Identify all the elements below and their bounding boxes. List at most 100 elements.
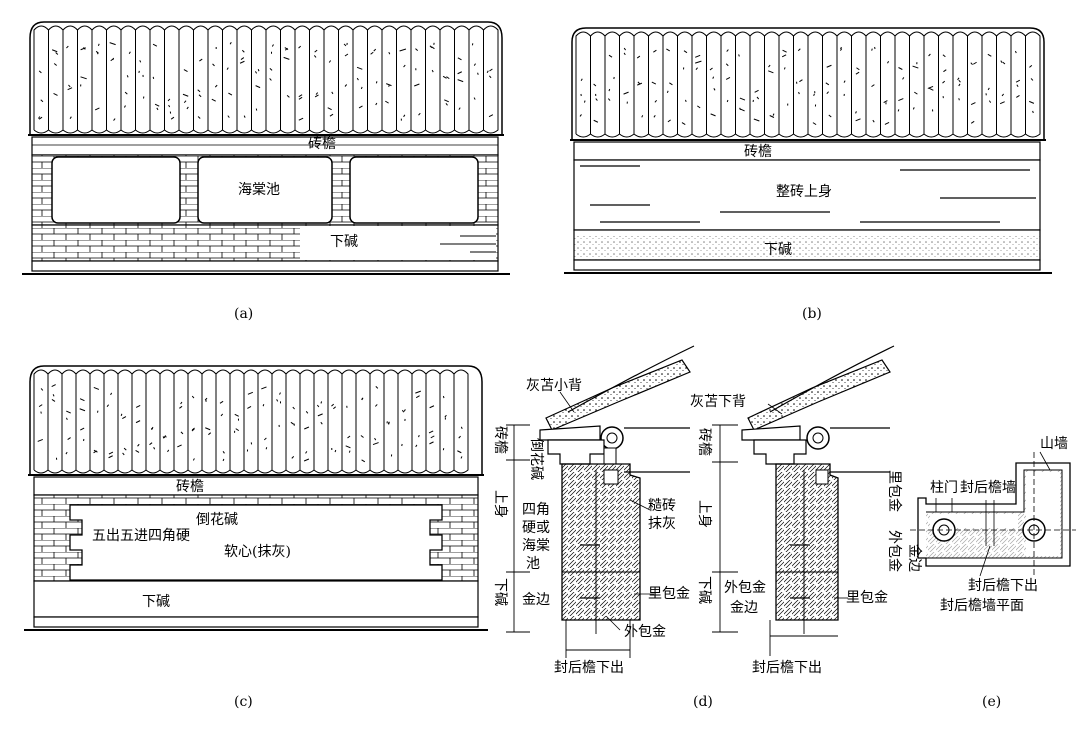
panel-c-roof [28,366,484,475]
panel-d-brick2: 抹灰 [648,516,676,532]
roof-tile [910,32,925,137]
panel-d-flower-label: 倒花碱 [528,438,544,480]
roof-tile [895,32,910,137]
roof-tile [412,370,426,473]
roof-tile [426,370,440,473]
roof-tile [605,32,620,137]
panel-b-eave-label: 砖檐 [744,144,772,160]
panel-c: 砖檐 倒花碱 五出五进四角硬 软心(抹灰) 下碱 (c) [24,366,488,710]
tile-texture [263,404,264,406]
panel-a-eave-label: 砖檐 [308,136,336,152]
panel-d2-base-label: 下碱 [696,576,712,604]
roof-tile [328,370,342,473]
panel-d2-purlin [807,427,829,449]
panel-c-plinth [34,617,478,627]
panel-c-eave [34,477,478,495]
roof-tile [230,370,244,473]
roof-tile [339,26,354,133]
panel-d2-outer: 外包金 [724,580,766,596]
tile-texture [389,85,390,87]
panel-d: 灰苫小背 砖檐 倒花碱 上身 四角 硬或 海棠 池 糙砖 抹灰 下碱 金边 里包… [492,346,694,676]
tile-texture [121,414,122,416]
roof-tile [324,26,339,133]
tile-texture [419,435,420,437]
tile-texture [784,67,785,69]
roof-tile [1026,32,1041,137]
roof-tile [397,26,412,133]
panel-e-column: 柱门 [930,480,958,496]
roof-tile [426,26,441,133]
roof-tile [1011,32,1026,137]
panel-d2-body-label: 上身 [696,500,712,528]
roof-tile [146,370,160,473]
roof-tile [49,26,64,133]
panel-d2-eave-label: 砖檐 [696,428,712,456]
panel-a-caption: (a) [234,306,253,322]
roof-tile [310,26,325,133]
panel-a-panel-right [350,157,478,223]
roof-tile [576,32,591,137]
panel-a: 砖檐 海棠池 下碱 (a) [22,22,510,322]
roof-tile [353,26,368,133]
tile-texture [152,427,153,429]
roof-tile [953,32,968,137]
tile-texture [321,401,322,403]
panel-e-overhang: 封后檐下出 [968,578,1038,594]
roof-tile [194,26,209,133]
panel-d-inner: 里包金 [648,586,690,602]
panel-e-rearwall: 封后檐墙 [960,480,1016,496]
panel-b-roof [570,28,1046,140]
roof-tile [692,32,707,137]
tile-texture [478,73,479,75]
roof-tile [237,26,252,133]
panel-d-body-label: 上身 [492,490,508,518]
panel-b-caption: (b) [802,306,822,322]
roof-tile [63,26,78,133]
panel-d-jinbian: 金边 [522,592,550,608]
panel-d2-inner: 里包金 [846,590,888,606]
roof-tile [342,370,356,473]
panel-d2-wall-section [776,464,838,620]
roof-tile [244,370,258,473]
roof-tile [34,370,48,473]
panel-c-base-label: 下碱 [142,594,170,610]
panel-d-eave-label: 砖檐 [492,426,508,454]
roof-tile [440,370,454,473]
roof-tile [852,32,867,137]
tile-texture [443,396,444,398]
panel-d-haitang1: 海棠 [522,538,550,554]
roof-tile [92,26,107,133]
roof-tile [121,26,136,133]
panel-b: 砖檐 整砖上身 下碱 (b) [564,28,1052,322]
roof-tile [90,370,104,473]
roof-tile [34,26,49,133]
tile-texture [1033,111,1034,113]
panel-c-eave-label: 砖檐 [176,479,204,495]
roof-tile [258,370,272,473]
tile-texture [376,81,377,83]
panel-d-wall-section [562,464,640,620]
roof-tile [823,32,838,137]
roof-tile [104,370,118,473]
roof-tile [750,32,765,137]
tile-texture [898,109,899,111]
roof-tile [300,370,314,473]
roof-tile [118,370,132,473]
roof-tile [223,26,238,133]
roof-tile [356,370,370,473]
roof-tile [779,32,794,137]
panel-d2-ridge-label: 灰苫下背 [690,393,746,410]
roof-tile [398,370,412,473]
panel-d2: 灰苫下背 砖檐 上身 下碱 外包金 金边 里包金 封后檐下出 (d) [690,346,894,710]
panel-e-inner: 里包金 [886,470,902,512]
roof-tile [634,32,649,137]
roof-tile [736,32,751,137]
tile-texture [584,101,585,103]
roof-tile [107,26,122,133]
panel-d-base-label: 下碱 [492,578,508,606]
roof-tile [968,32,983,137]
tile-texture [740,108,741,110]
tile-texture [959,98,960,100]
